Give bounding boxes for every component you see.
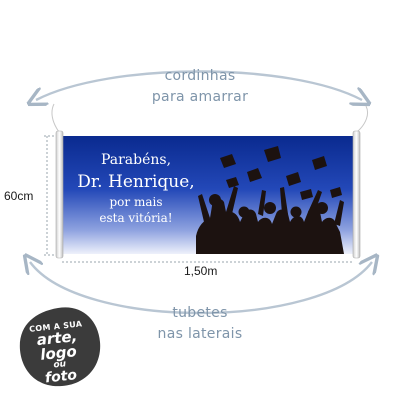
- tubes-annotation-line1: tubetes: [172, 305, 228, 321]
- cord-right: [356, 105, 369, 133]
- width-dimension-label: 1,50m: [184, 264, 218, 278]
- strings-annotation-line1: cordinhas: [164, 68, 236, 84]
- custom-art-badge: COM A SUA arte, logo ou foto: [18, 308, 97, 387]
- graduates-silhouette: [196, 146, 344, 254]
- tube-left: [55, 130, 64, 259]
- strings-annotation: cordinhas para amarrar: [120, 66, 280, 108]
- badge-shape: [19, 307, 101, 387]
- banner-greeting: Parabéns,: [100, 152, 172, 168]
- height-dimension-label: 60cm: [4, 189, 34, 203]
- height-dimension-guide: [44, 135, 56, 256]
- banner-message-line2: esta vitória!: [99, 211, 173, 225]
- banner-message: Parabéns, Dr. Henrique, por mais esta vi…: [62, 152, 210, 225]
- strings-arrow: [36, 70, 362, 101]
- banner-name: Dr. Henrique,: [77, 172, 195, 192]
- cord-left: [51, 103, 60, 133]
- tubes-annotation-line2: nas laterais: [157, 326, 243, 342]
- tubes-annotation: tubetes nas laterais: [140, 303, 260, 345]
- tubes-arrow: [30, 262, 372, 315]
- tube-right: [352, 130, 361, 259]
- strings-annotation-line2: para amarrar: [151, 89, 249, 105]
- banner-message-line1: por mais: [109, 195, 163, 209]
